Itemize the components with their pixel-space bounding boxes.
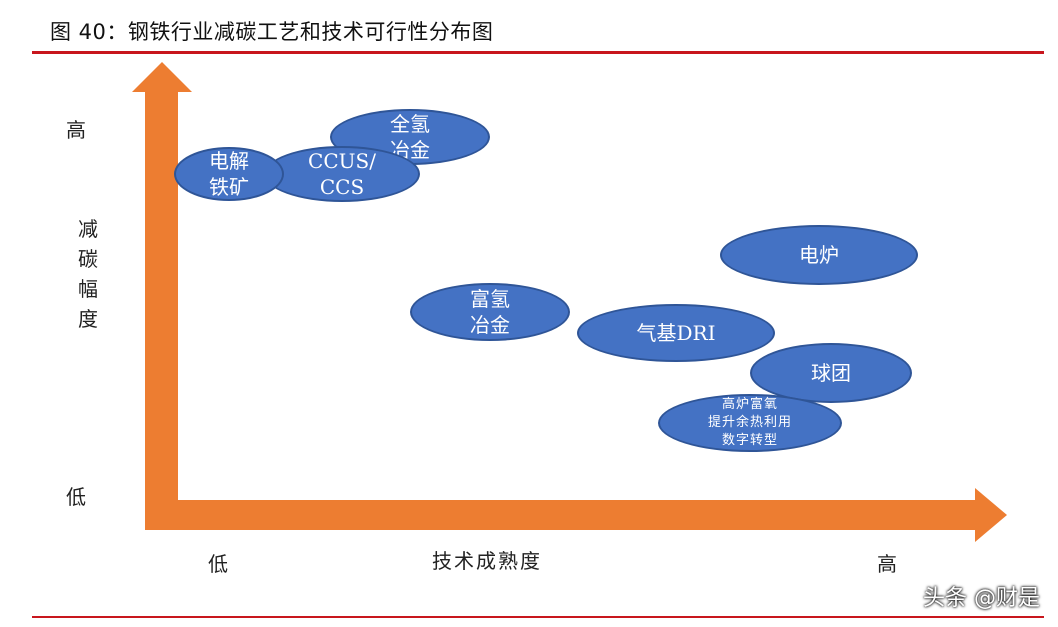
y-axis-arrow-head	[132, 62, 192, 92]
x-axis-arrow-shaft	[145, 500, 975, 530]
x-low-label: 低	[208, 552, 228, 576]
node-hydrogen-rich-metallurgy: 富氢 冶金	[410, 283, 570, 341]
y-axis-arrow-shaft	[145, 90, 178, 515]
node-ccus: CCUS/ CCS	[264, 146, 420, 202]
watermark: 头条 @财是	[923, 586, 1040, 611]
figure-title: 图 40：钢铁行业减碳工艺和技术可行性分布图	[50, 20, 494, 44]
x-axis-title: 技术成熟度	[432, 549, 542, 573]
x-axis-arrow-head	[975, 488, 1007, 542]
node-blast-furnace-upgrade: 高炉富氧 提升余热利用 数字转型	[658, 394, 842, 452]
y-low-label: 低	[66, 485, 86, 509]
y-high-label: 高	[66, 118, 86, 142]
node-electric-furnace: 电炉	[720, 225, 918, 285]
top-rule	[32, 51, 1044, 54]
node-gas-dri: 气基DRI	[577, 304, 775, 362]
y-axis-title: 减碳幅度	[78, 217, 98, 331]
bottom-rule	[32, 616, 1044, 618]
node-pellet: 球团	[750, 343, 912, 403]
node-electrolysis-iron-ore: 电解 铁矿	[174, 147, 284, 201]
x-high-label: 高	[877, 552, 897, 576]
